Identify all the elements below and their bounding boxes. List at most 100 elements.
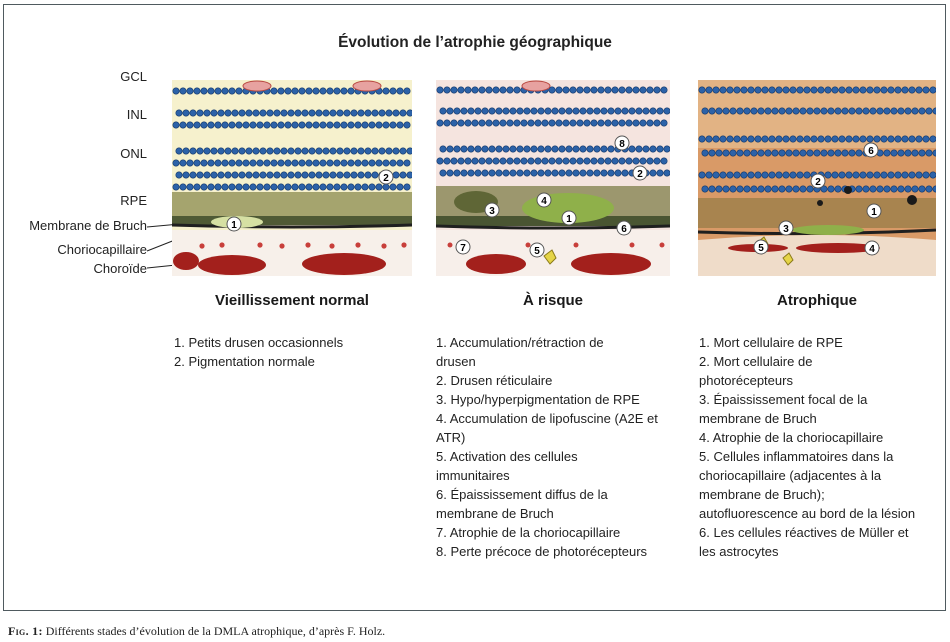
nucleus-dot	[354, 183, 362, 191]
nucleus-dot	[782, 86, 790, 94]
nucleus-dot	[824, 171, 832, 179]
nucleus-dot	[481, 169, 489, 177]
nucleus-dot	[217, 109, 225, 117]
nucleus-dot	[649, 145, 657, 153]
nucleus-dot	[228, 121, 236, 129]
nucleus-dot	[555, 86, 563, 94]
nucleus-dot	[618, 86, 626, 94]
list-item: 1. Accumulation/rétraction de drusen	[436, 335, 604, 369]
nucleus-dot	[852, 171, 860, 179]
nucleus-dot	[509, 107, 517, 115]
nucleus-dot	[308, 109, 316, 117]
nucleus-dot	[848, 149, 856, 157]
nucleus-dot	[761, 171, 769, 179]
nucleus-dot	[820, 107, 828, 115]
nucleus-dot	[343, 147, 351, 155]
nucleus-dot	[382, 121, 390, 129]
nucleus-dot	[392, 109, 400, 117]
nucleus-dot	[653, 86, 661, 94]
nucleus-dot	[228, 87, 236, 95]
nucleus-dot	[443, 157, 451, 165]
nucleus-dot	[915, 171, 923, 179]
nucleus-dot	[880, 171, 888, 179]
nucleus-dot	[284, 183, 292, 191]
nucleus-dot	[513, 119, 521, 127]
nucleus-dot	[492, 86, 500, 94]
nucleus-dot	[485, 157, 493, 165]
nucleus-dot	[371, 171, 379, 179]
nucleus-dot	[775, 86, 783, 94]
nucleus-dot	[590, 86, 598, 94]
nucleus-dot	[210, 109, 218, 117]
nucleus-dot	[336, 147, 344, 155]
nucleus-dot	[810, 86, 818, 94]
nucleus-dot	[929, 86, 936, 94]
nucleus-dot	[831, 135, 839, 143]
atrophic-marker-1: 1	[866, 203, 882, 219]
svg-text:6: 6	[868, 146, 874, 157]
nucleus-dot	[294, 171, 302, 179]
nucleus-dot	[333, 183, 341, 191]
nucleus-dot	[656, 169, 664, 177]
nucleus-dot	[312, 183, 320, 191]
nucleus-dot	[625, 119, 633, 127]
nucleus-dot	[925, 107, 933, 115]
nucleus-dot	[653, 119, 661, 127]
nucleus-dot	[322, 109, 330, 117]
nucleus-dot	[698, 171, 706, 179]
nucleus-dot	[308, 147, 316, 155]
nucleus-dot	[845, 86, 853, 94]
nucleus-dot	[263, 183, 271, 191]
nucleus-dot	[273, 171, 281, 179]
nucleus-dot	[604, 119, 612, 127]
nucleus-dot	[403, 87, 411, 95]
label-choroid: Choroïde	[93, 261, 147, 276]
nucleus-dot	[436, 119, 444, 127]
nucleus-dot	[301, 147, 309, 155]
nucleus-dot	[757, 185, 765, 193]
nucleus-dot	[768, 86, 776, 94]
nucleus-dot	[611, 119, 619, 127]
nucleus-dot	[698, 135, 706, 143]
nucleus-dot	[464, 157, 472, 165]
nucleus-dot	[495, 107, 503, 115]
nucleus-dot	[471, 119, 479, 127]
nucleus-dot	[312, 121, 320, 129]
nucleus-dot	[364, 147, 372, 155]
svg-text:6: 6	[621, 224, 627, 235]
nucleus-dot	[590, 119, 598, 127]
nucleus-dot	[277, 87, 285, 95]
nucleus-dot	[329, 109, 337, 117]
nucleus-dot	[301, 171, 309, 179]
nucleus-dot	[632, 86, 640, 94]
nucleus-dot	[252, 109, 260, 117]
nucleus-dot	[845, 171, 853, 179]
nucleus-dot	[897, 149, 905, 157]
nucleus-dot	[446, 107, 454, 115]
nucleus-dot	[305, 87, 313, 95]
caption-label: Fig. 1:	[8, 624, 43, 638]
nucleus-dot	[319, 183, 327, 191]
risk-marker-3: 3	[484, 202, 500, 218]
nucleus-dot	[530, 145, 538, 153]
nucleus-dot	[838, 171, 846, 179]
nucleus-dot	[583, 157, 591, 165]
nucleus-dot	[478, 119, 486, 127]
nucleus-dot	[544, 107, 552, 115]
nucleus-dot	[922, 86, 930, 94]
label-chorio: Choriocapillaire	[57, 242, 147, 257]
nucleus-dot	[270, 121, 278, 129]
nucleus-dot	[754, 86, 762, 94]
nucleus-dot	[579, 107, 587, 115]
nucleus-dot	[803, 86, 811, 94]
nucleus-dot	[722, 107, 730, 115]
nucleus-dot	[406, 171, 412, 179]
nucleus-dot	[915, 86, 923, 94]
nucleus-dot	[520, 157, 528, 165]
nucleus-dot	[569, 157, 577, 165]
nucleus-dot	[203, 171, 211, 179]
nucleus-dot	[368, 121, 376, 129]
nucleus-dot	[803, 135, 811, 143]
nucleus-dot	[322, 147, 330, 155]
nucleus-dot	[789, 135, 797, 143]
